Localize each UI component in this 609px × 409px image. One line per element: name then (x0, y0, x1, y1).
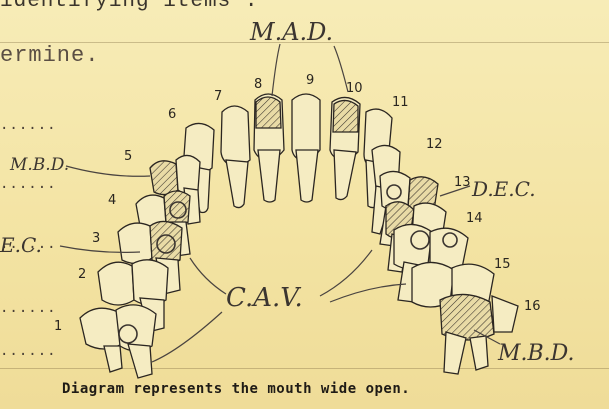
tooth-number: 16 (524, 299, 541, 314)
annotation-dec-right: D.E.C. (471, 177, 536, 201)
annotation-mbd-lower: M.B.D. (497, 341, 575, 366)
tooth-number: 12 (426, 137, 443, 152)
tooth-incisor-8 (254, 94, 284, 202)
tooth-number: 6 (168, 107, 176, 122)
tooth-number: 13 (454, 175, 471, 190)
tooth-number: 11 (392, 95, 409, 110)
tooth-number: 2 (78, 267, 86, 282)
tooth-number: 9 (306, 73, 314, 88)
tooth-molar-1 (80, 305, 156, 378)
tooth-incisor-10 (330, 97, 360, 199)
tooth-number: 1 (54, 319, 62, 334)
annotation-cav: C.A.V. (226, 283, 303, 313)
tooth-incisor-9 (292, 94, 320, 202)
annotation-mad: M.A.D. (249, 18, 333, 46)
tooth-number: 15 (494, 257, 511, 272)
tooth-number: 8 (254, 77, 262, 92)
tooth-incisor-7 (221, 106, 250, 208)
tooth-number: 14 (466, 211, 483, 226)
diagram-caption: Diagram represents the mouth wide open. (62, 381, 410, 397)
tooth-number: 3 (92, 231, 100, 246)
tooth-number: 5 (124, 149, 132, 164)
annotation-mbd-upper: M.B.D. (9, 155, 69, 175)
tooth-number: 7 (214, 89, 222, 104)
tooth-number: 10 (346, 81, 363, 96)
tooth-number: 4 (108, 193, 116, 208)
annotation-ec-left: E.C. (0, 233, 42, 257)
